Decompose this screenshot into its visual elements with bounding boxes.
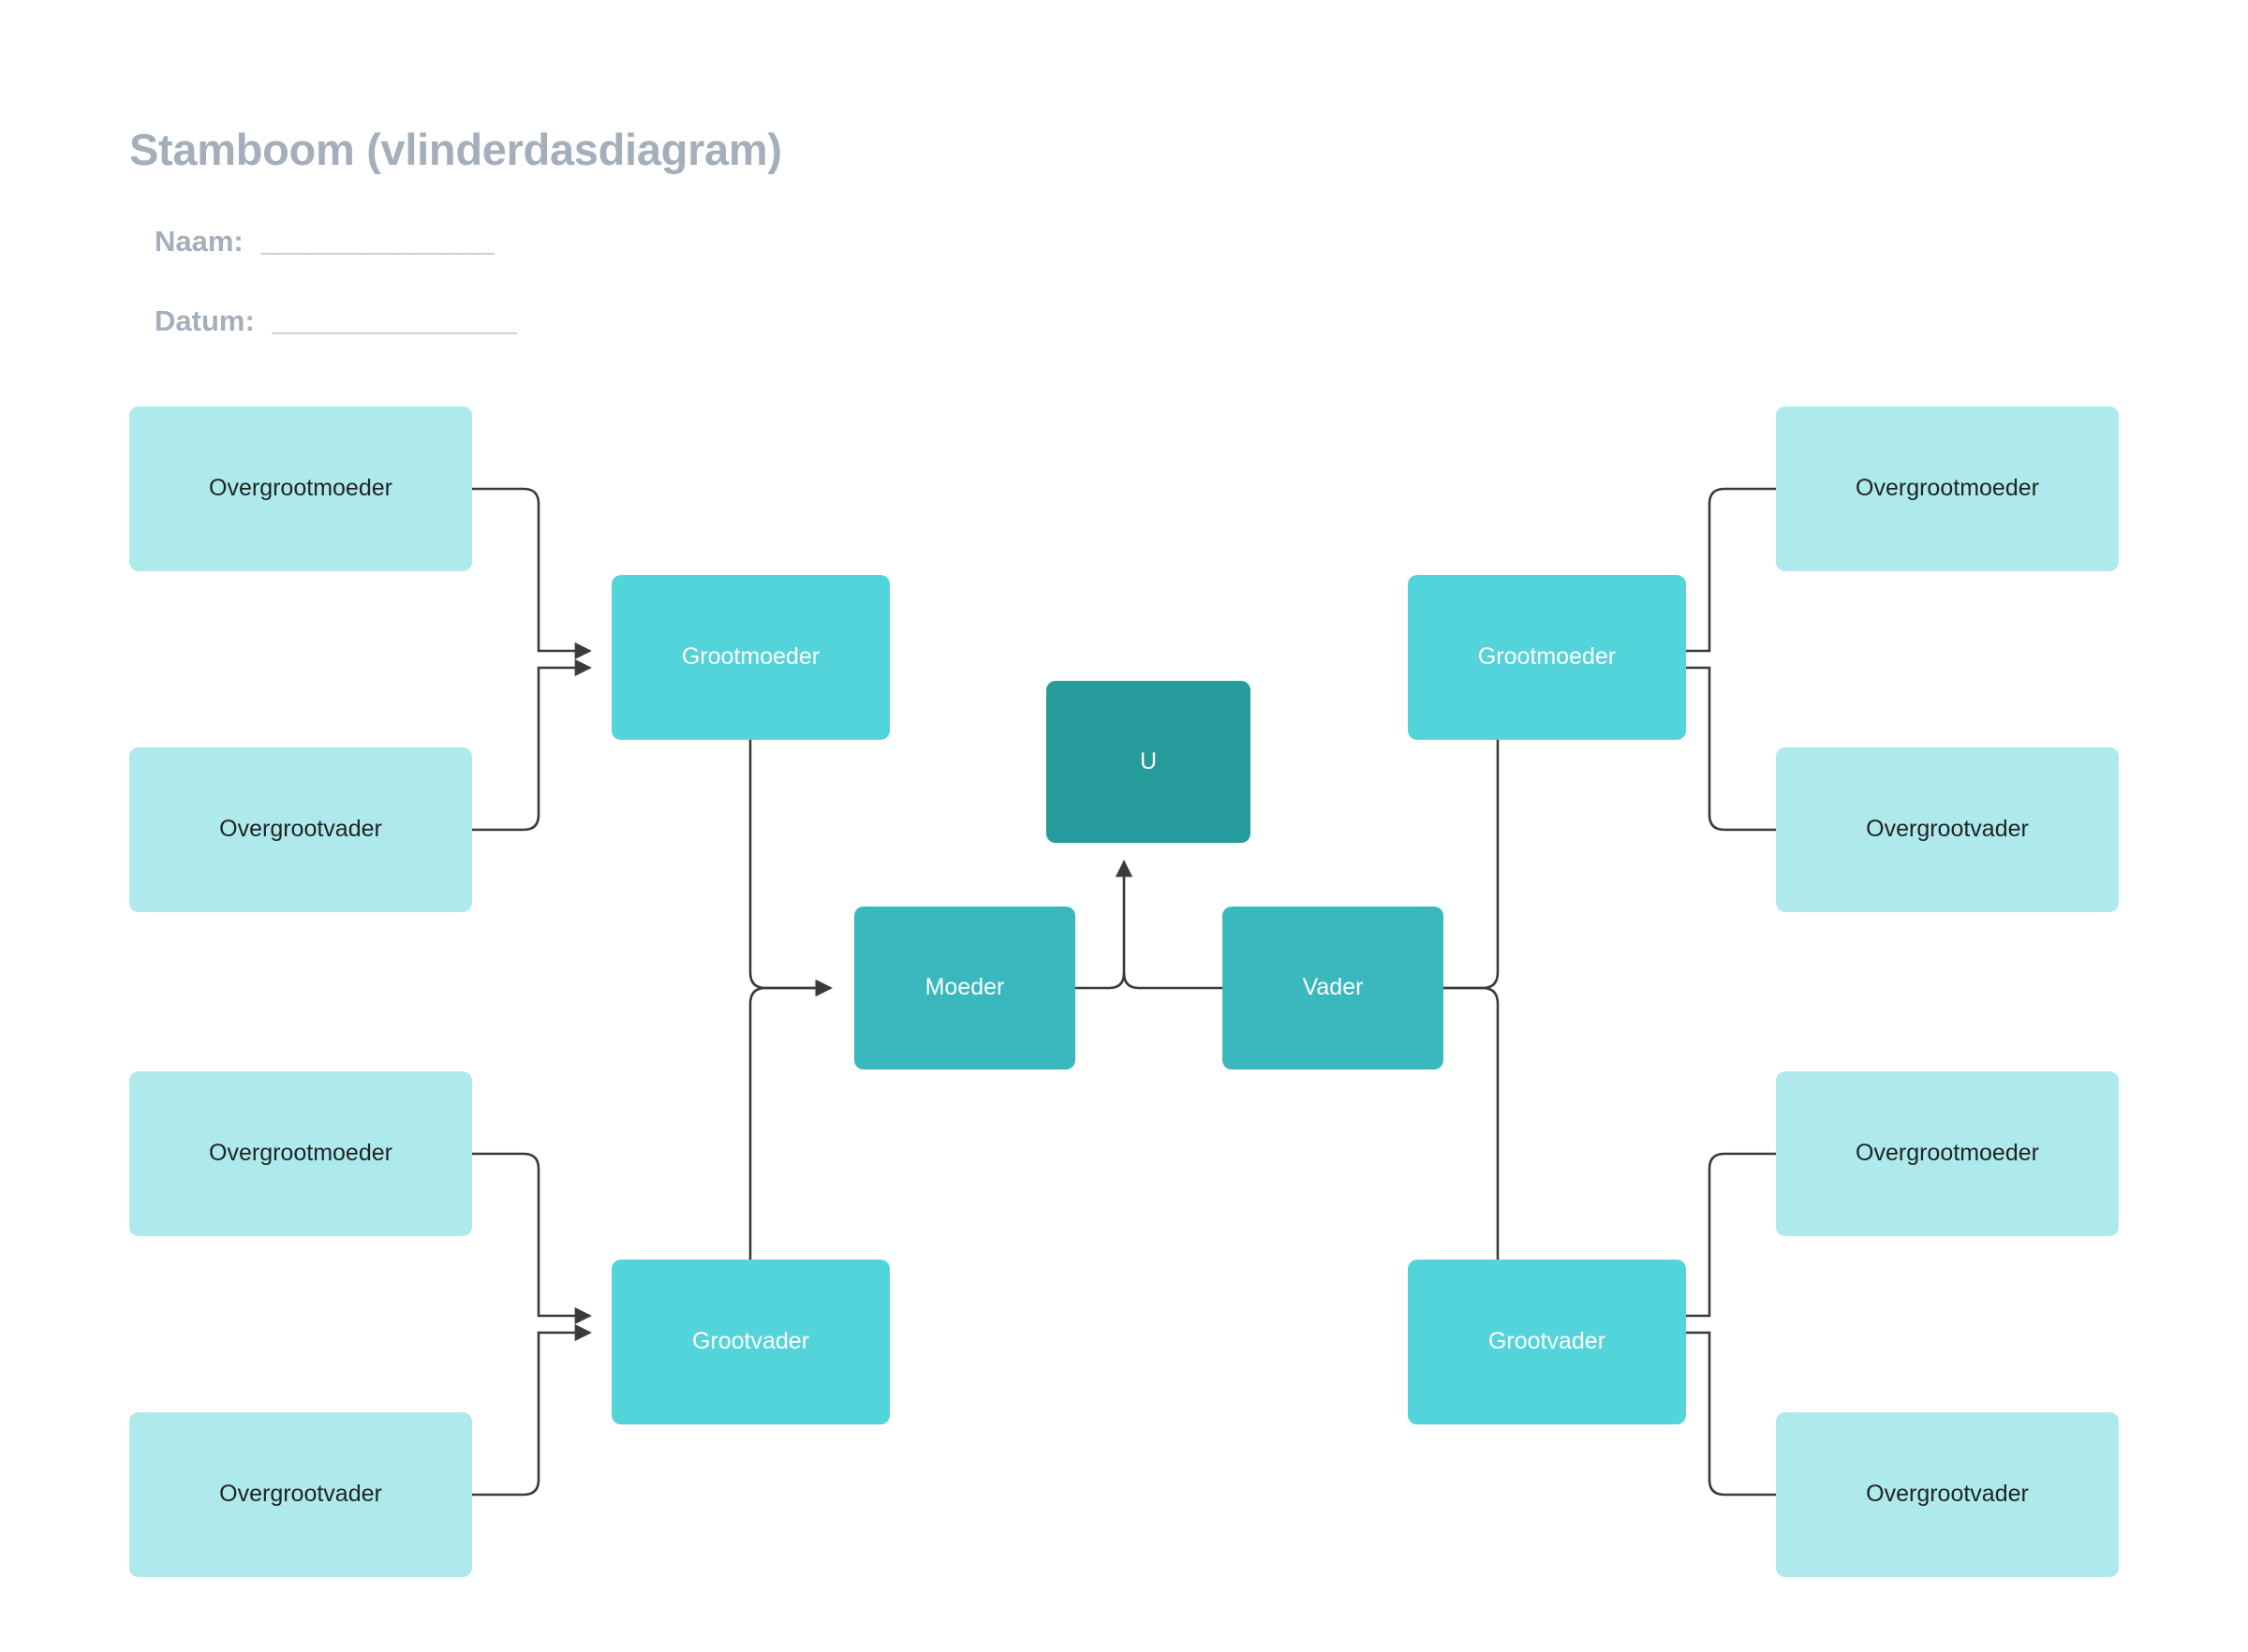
name-field-label: Naam:	[155, 225, 244, 258]
node-label: Overgrootmoeder	[1856, 1140, 2039, 1167]
node-father[interactable]: Vader	[1222, 907, 1443, 1069]
date-field-label: Datum:	[155, 304, 255, 337]
node-label: Grootmoeder	[1477, 643, 1617, 671]
node-label: Overgrootmoeder	[209, 1140, 392, 1167]
date-field-input[interactable]: ____________________________	[271, 304, 517, 337]
node-label: Overgrootvader	[1866, 816, 2029, 843]
node-label: Moeder	[924, 974, 1005, 1001]
node-label: Grootmoeder	[681, 643, 821, 671]
page-title: Stamboom (vlinderdasdiagram)	[129, 125, 782, 174]
node-mother[interactable]: Moeder	[854, 907, 1075, 1069]
node-paternal-grandmother-mother[interactable]: Overgrootmoeder	[1776, 406, 2119, 571]
node-maternal-grandfather-father[interactable]: Overgrootvader	[129, 1412, 472, 1577]
node-label: Overgrootmoeder	[209, 475, 392, 502]
node-maternal-grandfather[interactable]: Grootvader	[612, 1260, 890, 1424]
node-self[interactable]: U	[1046, 681, 1250, 843]
node-label: Overgrootmoeder	[1856, 475, 2039, 502]
node-label: Grootvader	[691, 1328, 810, 1355]
node-label: Overgrootvader	[219, 1481, 382, 1508]
node-paternal-grandmother-father[interactable]: Overgrootvader	[1776, 747, 2119, 912]
node-paternal-grandmother[interactable]: Grootmoeder	[1408, 575, 1686, 740]
date-field-row: Datum: ____________________________	[155, 304, 517, 338]
node-label: Vader	[1302, 974, 1364, 1001]
node-maternal-grandmother-mother[interactable]: Overgrootmoeder	[129, 406, 472, 571]
node-paternal-grandfather-mother[interactable]: Overgrootmoeder	[1776, 1071, 2119, 1236]
node-label: Grootvader	[1487, 1328, 1606, 1355]
node-paternal-grandfather-father[interactable]: Overgrootvader	[1776, 1412, 2119, 1577]
node-paternal-grandfather[interactable]: Grootvader	[1408, 1260, 1686, 1424]
node-maternal-grandmother-father[interactable]: Overgrootvader	[129, 747, 472, 912]
node-label: Overgrootvader	[1866, 1481, 2029, 1508]
node-label: U	[1139, 747, 1158, 774]
node-maternal-grandmother[interactable]: Grootmoeder	[612, 575, 890, 740]
node-label: Overgrootvader	[219, 816, 382, 843]
node-maternal-grandfather-mother[interactable]: Overgrootmoeder	[129, 1071, 472, 1236]
name-field-row: Naam: ___________________________	[155, 225, 495, 258]
name-field-input[interactable]: ___________________________	[259, 225, 495, 258]
